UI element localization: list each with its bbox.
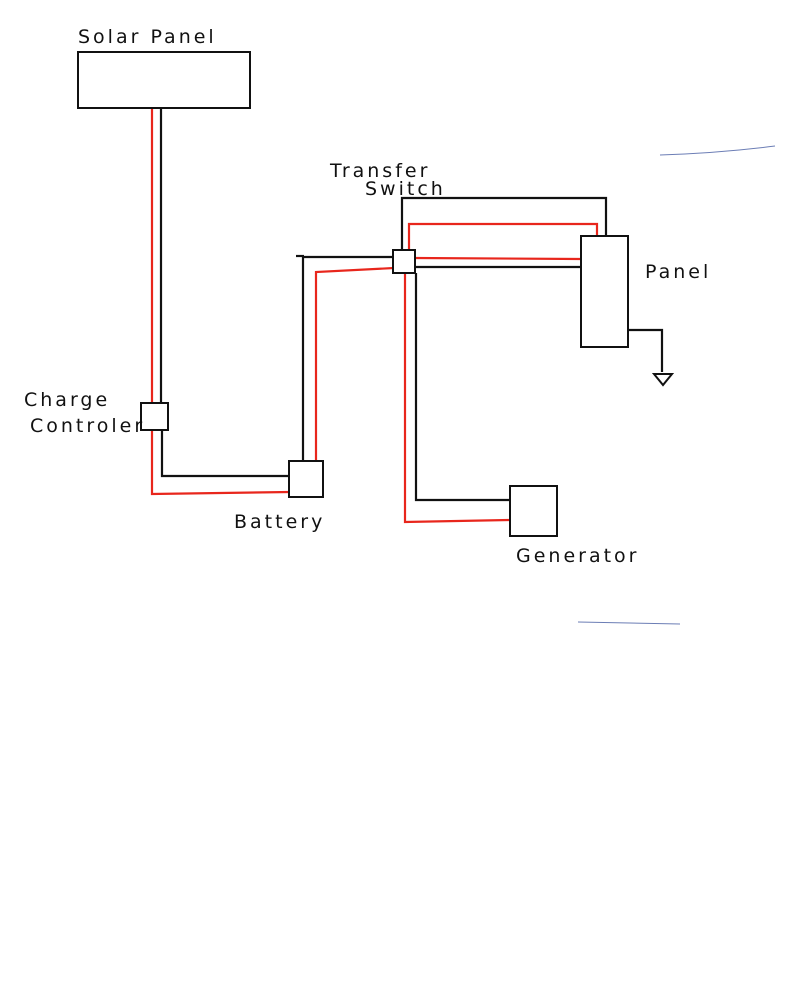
wire-battery-to-switch-red (314, 266, 395, 461)
battery-label: Battery (234, 511, 325, 533)
wire-switch-to-panel-red-top (407, 222, 599, 250)
generator-label: Generator (516, 545, 639, 567)
charge-controller-box (140, 402, 169, 431)
generator-box (509, 485, 558, 537)
charge-controller-label-line1: Charge (24, 389, 110, 411)
wire-switch-to-generator-black (414, 273, 510, 502)
panel-label: Panel (645, 261, 711, 283)
ground-symbol-icon (651, 373, 675, 387)
solar-panel-label: Solar Panel (78, 26, 217, 48)
stray-mark (577, 621, 681, 625)
wire-panel-to-ground (628, 328, 664, 372)
wire-controller-to-battery-red (150, 430, 291, 496)
transfer-switch-label-line2: Switch (365, 178, 446, 200)
wire-switch-to-panel-top (400, 196, 608, 250)
wire-switch-to-generator-red (403, 273, 511, 524)
transfer-switch-box (392, 249, 416, 274)
panel-box (580, 235, 629, 348)
battery-box (288, 460, 324, 498)
stray-mark (659, 145, 776, 156)
charge-controller-label-line2: Controler (30, 415, 145, 437)
wire-switch-to-panel-red-mid (413, 256, 581, 261)
wire-controller-to-battery-black (160, 430, 290, 478)
transfer-switch-label-line1: Transfer (329, 160, 430, 182)
solar-panel-box (77, 51, 251, 109)
